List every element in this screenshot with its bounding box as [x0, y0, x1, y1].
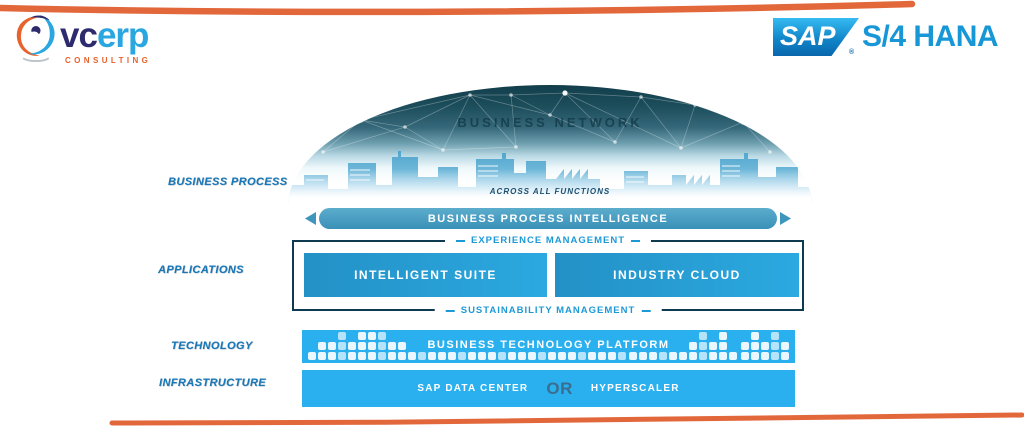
chip-dash-icon — [455, 239, 465, 242]
experience-management-label: EXPERIENCE MANAGEMENT — [470, 235, 626, 246]
business-technology-platform-bar: BUSINESS TECHNOLOGY PLATFORM — [302, 330, 795, 363]
layer-label-business-process: BUSINESS PROCESS — [168, 176, 288, 188]
sap-s4hana-logo: SAP ® S/4 HANA — [770, 16, 1010, 62]
chip-dash-icon — [641, 309, 651, 312]
layer-label-technology: TECHNOLOGY — [171, 340, 253, 352]
vcerp-logo: vcerp CONSULTING — [12, 8, 232, 70]
vcerp-swirl-icon — [16, 15, 55, 63]
business-technology-platform-label: BUSINESS TECHNOLOGY PLATFORM — [427, 339, 670, 351]
business-network-title: BUSINESS NETWORK — [457, 115, 643, 130]
network-mesh-decoration — [321, 90, 772, 154]
or-label: OR — [546, 378, 573, 398]
left-chevron-icon — [305, 212, 316, 225]
vcerp-vc-text: vc — [60, 16, 98, 55]
top-orange-swoosh-decoration — [0, 0, 916, 16]
sustainability-management-label: SUSTAINABILITY MANAGEMENT — [460, 305, 636, 316]
business-process-intelligence-label: BUSINESS PROCESS INTELLIGENCE — [319, 208, 777, 229]
sap-data-center-label: SAP DATA CENTER — [417, 383, 529, 394]
sap-registered-mark: ® — [849, 49, 855, 56]
chip-dash-icon — [631, 239, 641, 242]
layer-label-applications: APPLICATIONS — [158, 264, 244, 276]
right-chevron-icon — [780, 212, 791, 225]
vcerp-tagline: CONSULTING — [65, 56, 152, 65]
sap-wordmark: SAP — [780, 21, 836, 51]
bottom-orange-swoosh-decoration — [109, 412, 1024, 426]
sustainability-management-chip: SUSTAINABILITY MANAGEMENT — [434, 304, 662, 317]
industry-cloud-box: INDUSTRY CLOUD — [555, 253, 799, 297]
vcerp-erp-text: erp — [96, 16, 149, 55]
vcerp-wordmark: vcerp — [60, 16, 149, 56]
experience-management-chip: EXPERIENCE MANAGEMENT — [444, 234, 652, 247]
chip-dash-icon — [445, 309, 455, 312]
hyperscaler-label: HYPERSCALER — [590, 383, 680, 394]
across-all-functions-caption: ACROSS ALL FUNCTIONS — [489, 187, 611, 196]
applications-outline-box: EXPERIENCE MANAGEMENT INTELLIGENT SUITE … — [292, 234, 804, 317]
infrastructure-bar: SAP DATA CENTER OR HYPERSCALER — [302, 370, 795, 407]
business-network-dome: BUSINESS NETWORK ACROSS ALL FUNCTIONS — [288, 85, 812, 207]
business-process-intelligence-bar: BUSINESS PROCESS INTELLIGENCE — [305, 208, 791, 229]
intelligent-suite-box: INTELLIGENT SUITE — [304, 253, 547, 297]
s4hana-product-name: S/4 HANA — [862, 20, 999, 53]
sap-logo-parallelogram: SAP — [773, 18, 859, 56]
dome-bottom-fade — [288, 169, 812, 207]
layer-label-infrastructure: INFRASTRUCTURE — [159, 377, 267, 389]
equalizer-squares-decoration — [308, 331, 789, 360]
